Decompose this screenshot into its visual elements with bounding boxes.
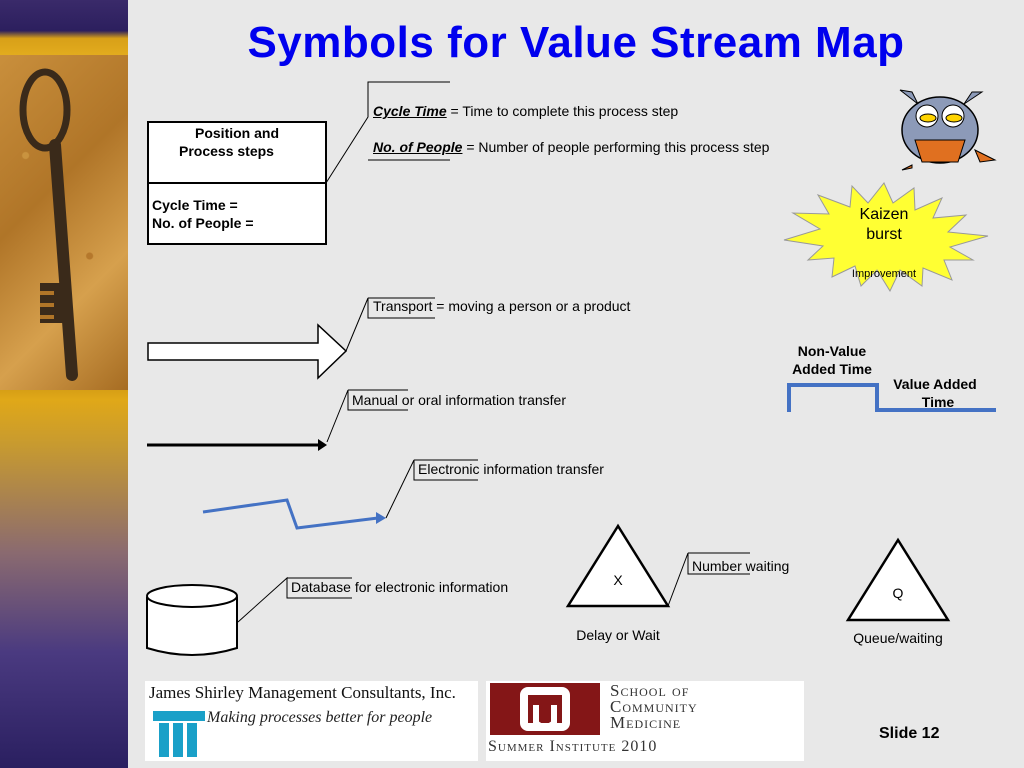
queue-triangle xyxy=(845,537,951,622)
nva-label-1: Non-Value xyxy=(797,343,867,359)
database-callout: Database for electronic information xyxy=(291,579,509,595)
kaizen-label-1: Kaizen xyxy=(859,206,909,223)
process-header-line2: Process steps xyxy=(179,143,274,159)
key-photo xyxy=(0,55,128,390)
nva-label-2: Added Time xyxy=(792,361,872,377)
owl-icon xyxy=(899,89,997,171)
kaizen-label-2: burst xyxy=(866,226,902,243)
database-icon xyxy=(146,584,238,656)
va-label-2: Time xyxy=(921,394,955,410)
people-callout: No. of People = Number of people perform… xyxy=(373,139,769,155)
kaizen-burst xyxy=(783,182,989,293)
ou-logo: School of Community Medicine Summer Inst… xyxy=(486,681,804,761)
key-icon xyxy=(19,68,78,381)
va-label-1: Value Added xyxy=(893,376,977,392)
queue-caption: Queue/waiting xyxy=(853,630,943,646)
jsmc-logo: James Shirley Management Consultants, In… xyxy=(145,681,478,761)
cycle-time-field: Cycle Time = xyxy=(152,197,238,213)
process-box-data: Cycle Time = No. of People = xyxy=(147,182,327,245)
ou-line2: Community xyxy=(610,697,698,716)
jsmc-tagline: Making processes better for people xyxy=(207,709,433,726)
ou-line3: Medicine xyxy=(610,713,682,732)
page-title: Symbols for Value Stream Map xyxy=(247,18,905,67)
electronic-arrow xyxy=(202,498,379,530)
timeline-line xyxy=(787,383,996,412)
jsmc-mark-icon xyxy=(153,711,205,757)
electronic-callout: Electronic information transfer xyxy=(418,461,604,477)
delay-triangle xyxy=(565,523,671,608)
slide-number: Slide 12 xyxy=(879,725,940,742)
ou-line4: Summer Institute 2010 xyxy=(488,738,658,755)
jsmc-name: James Shirley Management Consultants, In… xyxy=(149,683,456,702)
number-waiting-callout: Number waiting xyxy=(692,558,790,574)
queue-symbol: Q xyxy=(892,585,904,601)
ou-mark-icon xyxy=(490,683,600,735)
manual-callout: Manual or oral information transfer xyxy=(352,392,566,408)
people-def: = Number of people performing this proce… xyxy=(462,139,770,155)
process-box-header: Position and Process steps xyxy=(147,121,327,184)
transport-arrow xyxy=(147,323,348,380)
delay-caption: Delay or Wait xyxy=(576,627,660,643)
cycle-time-term: Cycle Time xyxy=(373,103,447,119)
transport-callout: Transport = moving a person or a product xyxy=(373,298,631,314)
cycle-time-def: = Time to complete this process step xyxy=(446,103,679,119)
kaizen-caption: Improvement xyxy=(851,268,917,280)
people-field: No. of People = xyxy=(152,215,254,231)
ou-line1: School of xyxy=(610,681,690,700)
cycle-time-callout: Cycle Time = Time to complete this proce… xyxy=(373,103,678,119)
delay-symbol: X xyxy=(613,572,623,588)
process-header-line1: Position and xyxy=(195,125,279,141)
people-term: No. of People xyxy=(373,139,463,155)
